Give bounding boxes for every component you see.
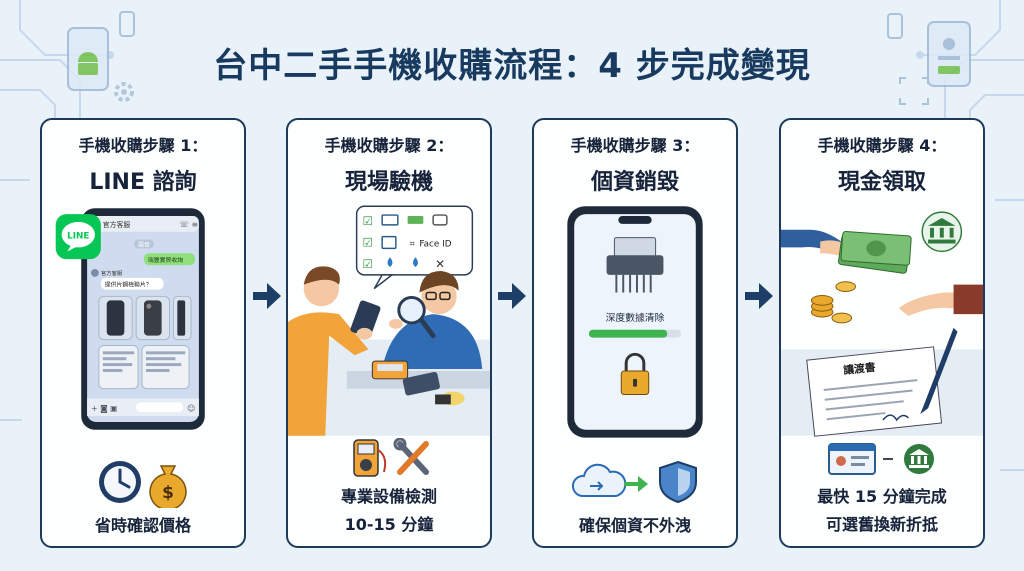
caption-line-2: 可選舊換新折抵 bbox=[825, 515, 938, 534]
step-name: 個資銷毀 bbox=[590, 170, 679, 195]
step-label: 手機收購步驟 2： bbox=[324, 136, 454, 155]
step-caption: 省時確認價格 bbox=[94, 516, 191, 535]
caption-line-1: 最快 15 分鐘完成 bbox=[817, 487, 947, 506]
caption-line-1: 專業設備檢測 bbox=[340, 487, 437, 506]
arrow-right-icon bbox=[624, 476, 648, 492]
chat-header-name: 官方客服 bbox=[103, 220, 131, 229]
wipe-label: 深度數據清除 bbox=[606, 311, 665, 324]
step-header: 手機收購步驟 1： LINE 諮詢 bbox=[42, 132, 244, 196]
svg-text:☑: ☑ bbox=[363, 214, 374, 228]
step3-icons bbox=[572, 460, 697, 504]
arrow-right-icon bbox=[253, 283, 281, 309]
step-caption: 最快 15 分鐘完成 可選舊換新折抵 bbox=[781, 486, 983, 536]
step-card-cash-payout: 手機收購步驟 4： 現金領取 讓渡書 bbox=[779, 118, 985, 548]
arrow-right-icon bbox=[498, 283, 526, 309]
step-name: LINE 諮詢 bbox=[89, 170, 197, 195]
transfer-document: 讓渡書 bbox=[806, 346, 943, 437]
svg-text:☑: ☑ bbox=[363, 235, 374, 249]
chat-agent-message: 提供片鋼檢聯片？ bbox=[105, 281, 152, 289]
money-bag-icon: $ bbox=[149, 465, 187, 508]
shield-icon bbox=[659, 460, 697, 504]
chat-agent-name: 官方客服 bbox=[101, 269, 123, 277]
cloud-upload-icon bbox=[572, 463, 627, 497]
multimeter-icon bbox=[353, 439, 387, 477]
chat-phone-illustration: 官方客服 ☏ ≡ 語音 瑞豐實買收詢 官方客服 提供片鋼檢聯片？ + ◙ ▣ ☺ bbox=[55, 208, 205, 430]
svg-text:$: $ bbox=[162, 483, 174, 503]
page-title: 台中二手手機收購流程：4 步完成變現 bbox=[213, 46, 811, 86]
arrow-right-icon bbox=[745, 283, 773, 309]
line-badge-text: LINE bbox=[67, 232, 89, 242]
step-name: 現場驗機 bbox=[344, 170, 433, 195]
svg-text:⌗: ⌗ bbox=[410, 239, 415, 249]
shredder-icon bbox=[606, 237, 664, 293]
step-name: 現金領取 bbox=[837, 170, 926, 195]
step1-icons: $ bbox=[99, 461, 187, 508]
bank-icon bbox=[904, 444, 934, 474]
svg-text:☏ ≡: ☏ ≡ bbox=[179, 220, 198, 229]
chat-user-message: 瑞豐實買收詢 bbox=[148, 256, 183, 264]
bank-icon bbox=[921, 211, 963, 253]
step-header: 手機收購步驟 2： 現場驗機 bbox=[288, 132, 490, 196]
step-header: 手機收購步驟 4： 現金領取 bbox=[781, 132, 983, 196]
phone-photos bbox=[98, 295, 192, 390]
wipe-progress-fill bbox=[588, 329, 668, 338]
pen-icon bbox=[920, 327, 958, 415]
line-app-icon: LINE bbox=[55, 214, 101, 260]
document-title: 讓渡書 bbox=[843, 361, 877, 377]
step2-icons bbox=[353, 438, 429, 477]
step-caption: 確保個資不外洩 bbox=[578, 516, 691, 535]
step-label: 手機收購步驟 3： bbox=[570, 136, 700, 155]
svg-text:+ ◙ ▣: + ◙ ▣ bbox=[91, 404, 118, 413]
clock-icon bbox=[99, 461, 141, 503]
id-phone-decoration bbox=[927, 21, 971, 87]
cash-handover-illustration: 讓渡書 bbox=[781, 211, 983, 437]
customer-person bbox=[288, 266, 381, 436]
chat-timestamp: 語音 bbox=[138, 240, 150, 248]
step-caption: 專業設備檢測 10-15 分鐘 bbox=[288, 486, 490, 536]
step-label: 手機收購步驟 1： bbox=[78, 136, 208, 155]
face-id-label: Face ID bbox=[419, 239, 451, 249]
cash-stack-icon bbox=[838, 231, 912, 274]
step-card-inspection: 手機收購步驟 2： 現場驗機 ☑ ☑ ⌗ Face ID ☑ ✕ bbox=[286, 118, 492, 548]
step-header: 手機收購步驟 3： 個資銷毀 bbox=[534, 132, 736, 196]
step-card-line-consult: 手機收購步驟 1： LINE 諮詢 官方客服 ☏ ≡ 語音 瑞豐實買收詢 官方客… bbox=[40, 118, 246, 548]
svg-text:☺: ☺ bbox=[187, 404, 195, 413]
wipe-phone-illustration: 深度數據清除 bbox=[567, 206, 703, 438]
technician-person bbox=[382, 270, 483, 370]
checklist-bubble: ☑ ☑ ⌗ Face ID ☑ ✕ bbox=[355, 205, 474, 290]
wrench-screwdriver-icon bbox=[393, 438, 429, 475]
step-card-data-wipe: 手機收購步驟 3： 個資銷毀 深度數據清除 bbox=[532, 118, 738, 548]
inspection-illustration: ☑ ☑ ⌗ Face ID ☑ ✕ bbox=[288, 205, 490, 436]
svg-text:✕: ✕ bbox=[435, 257, 445, 271]
lock-icon bbox=[620, 352, 650, 395]
caption-line-2: 10-15 分鐘 bbox=[344, 515, 434, 534]
id-card-icon bbox=[828, 443, 876, 475]
coins-icon bbox=[810, 281, 857, 324]
android-phone-decoration bbox=[67, 27, 109, 91]
step4-icons bbox=[828, 443, 934, 475]
gear-icon bbox=[114, 82, 134, 102]
svg-text:☑: ☑ bbox=[363, 257, 374, 271]
step-label: 手機收購步驟 4： bbox=[817, 136, 947, 155]
